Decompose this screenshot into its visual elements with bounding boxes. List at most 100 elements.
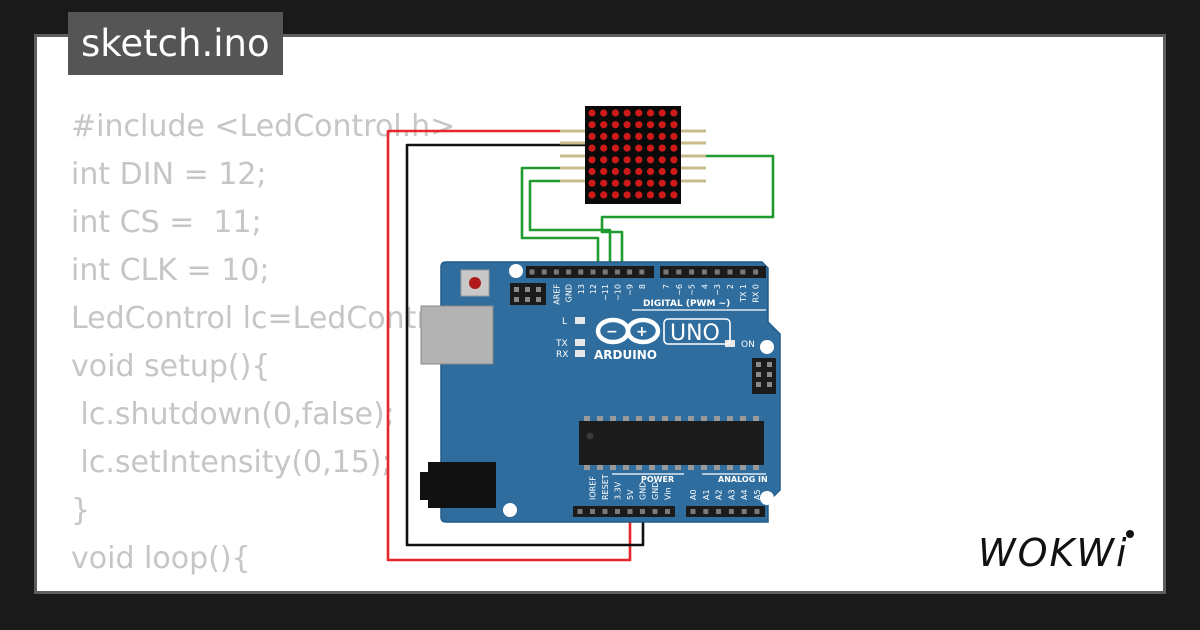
digital-pin-label: TX 1 — [739, 284, 748, 303]
header-hole — [716, 509, 722, 514]
matrix-led — [635, 132, 643, 140]
analog-pin-label: A0 — [689, 489, 698, 500]
matrix-led — [670, 121, 678, 129]
led-matrix-module — [560, 106, 706, 204]
digital-header-left — [526, 266, 654, 278]
digital-pin-label: 13 — [577, 284, 586, 294]
chip-pin — [662, 465, 668, 470]
power-pin-label: RESET — [601, 474, 610, 500]
microcontroller-chip — [579, 421, 764, 465]
analog-pin-label: A5 — [753, 489, 762, 500]
matrix-led — [646, 156, 655, 164]
header-hole — [741, 509, 747, 514]
chip-pin — [701, 416, 707, 421]
icsp-pin — [536, 287, 541, 292]
header-hole — [753, 269, 759, 275]
header-hole — [740, 269, 746, 275]
code-line: lc.shutdown(0,false); — [71, 397, 395, 432]
icsp-pin — [756, 362, 761, 367]
header-hole — [553, 269, 559, 275]
analog-header — [686, 506, 765, 517]
chip-pin — [662, 416, 668, 421]
chip-pin — [584, 465, 590, 470]
matrix-led — [600, 144, 608, 152]
code-line: void loop(){ — [71, 541, 251, 576]
chip-pin — [701, 465, 707, 470]
header-hole — [690, 509, 696, 514]
wokwi-logo: WOKWi — [978, 530, 1134, 575]
matrix-led — [658, 167, 666, 176]
analog-label: ANALOG IN — [718, 475, 768, 484]
header-hole — [614, 269, 620, 275]
code-line: int CLK = 10; — [71, 253, 270, 288]
header-hole — [676, 269, 682, 275]
digital-pin-label: 8 — [638, 284, 647, 289]
code-line: lc.setIntensity(0,15); — [71, 445, 392, 480]
power-pin-label: Vin — [664, 487, 673, 500]
power-pin-label: 3.3V — [614, 481, 623, 500]
matrix-led — [611, 132, 620, 140]
chip-pin — [714, 465, 720, 470]
header-hole — [639, 269, 645, 275]
matrix-led — [670, 179, 678, 187]
matrix-led — [588, 179, 596, 187]
matrix-led — [670, 191, 678, 199]
digital-pin-label: ~5 — [688, 284, 697, 296]
header-hole — [627, 269, 633, 275]
matrix-led — [670, 156, 678, 164]
matrix-led — [623, 121, 631, 129]
header-hole — [727, 269, 733, 275]
icsp-header-top — [510, 283, 546, 305]
file-tab-title[interactable]: sketch.ino — [68, 12, 283, 75]
digital-pin-label: RX 0 — [752, 284, 761, 303]
matrix-left-pins — [560, 129, 586, 183]
header-hole — [541, 269, 547, 275]
icsp-pin — [536, 297, 541, 302]
digital-pin-label: ~10 — [613, 284, 622, 301]
header-hole — [602, 509, 608, 514]
mount-hole — [503, 503, 517, 517]
header-hole — [627, 509, 633, 514]
matrix-led — [611, 156, 620, 164]
matrix-led — [670, 167, 678, 176]
matrix-led — [623, 156, 631, 164]
power-pin-label: GND — [651, 482, 660, 500]
digital-pin-label: ~3 — [713, 284, 722, 296]
digital-pin-label: ~9 — [626, 284, 635, 296]
chip-pin — [727, 465, 733, 470]
matrix-led — [588, 191, 596, 199]
icsp-pin — [525, 297, 530, 302]
usb-port — [420, 305, 494, 365]
chip-pin — [740, 465, 746, 470]
icsp-pin — [756, 382, 761, 387]
led-on — [725, 340, 735, 347]
matrix-led — [600, 121, 608, 129]
matrix-led — [646, 167, 655, 176]
icsp-pin — [525, 287, 530, 292]
code-line: void setup(){ — [71, 349, 271, 384]
header-hole — [714, 269, 720, 275]
led-tx — [575, 339, 585, 346]
chip-pin — [714, 416, 720, 421]
wire-black-gnd — [405, 143, 645, 547]
matrix-led — [646, 191, 655, 199]
matrix-led — [670, 132, 678, 140]
board-brand: ARDUINO — [594, 348, 657, 362]
matrix-led — [658, 156, 666, 164]
header-hole — [689, 269, 695, 275]
digital-pin-label: 2 — [726, 284, 735, 289]
mount-hole — [509, 264, 523, 278]
digital-pin-label: ~6 — [675, 284, 684, 296]
matrix-led — [588, 144, 596, 152]
matrix-led — [623, 109, 631, 117]
matrix-led — [611, 179, 620, 187]
chip-pin — [675, 465, 681, 470]
header-hole — [590, 269, 596, 275]
header-hole — [566, 269, 572, 275]
matrix-led — [658, 191, 666, 199]
matrix-led — [635, 179, 643, 187]
code-line: byte Smile[8]= {0x3C,0x42,0xA5,0x81,0xA5… — [71, 583, 1068, 591]
bottom-header-holes — [577, 509, 760, 514]
